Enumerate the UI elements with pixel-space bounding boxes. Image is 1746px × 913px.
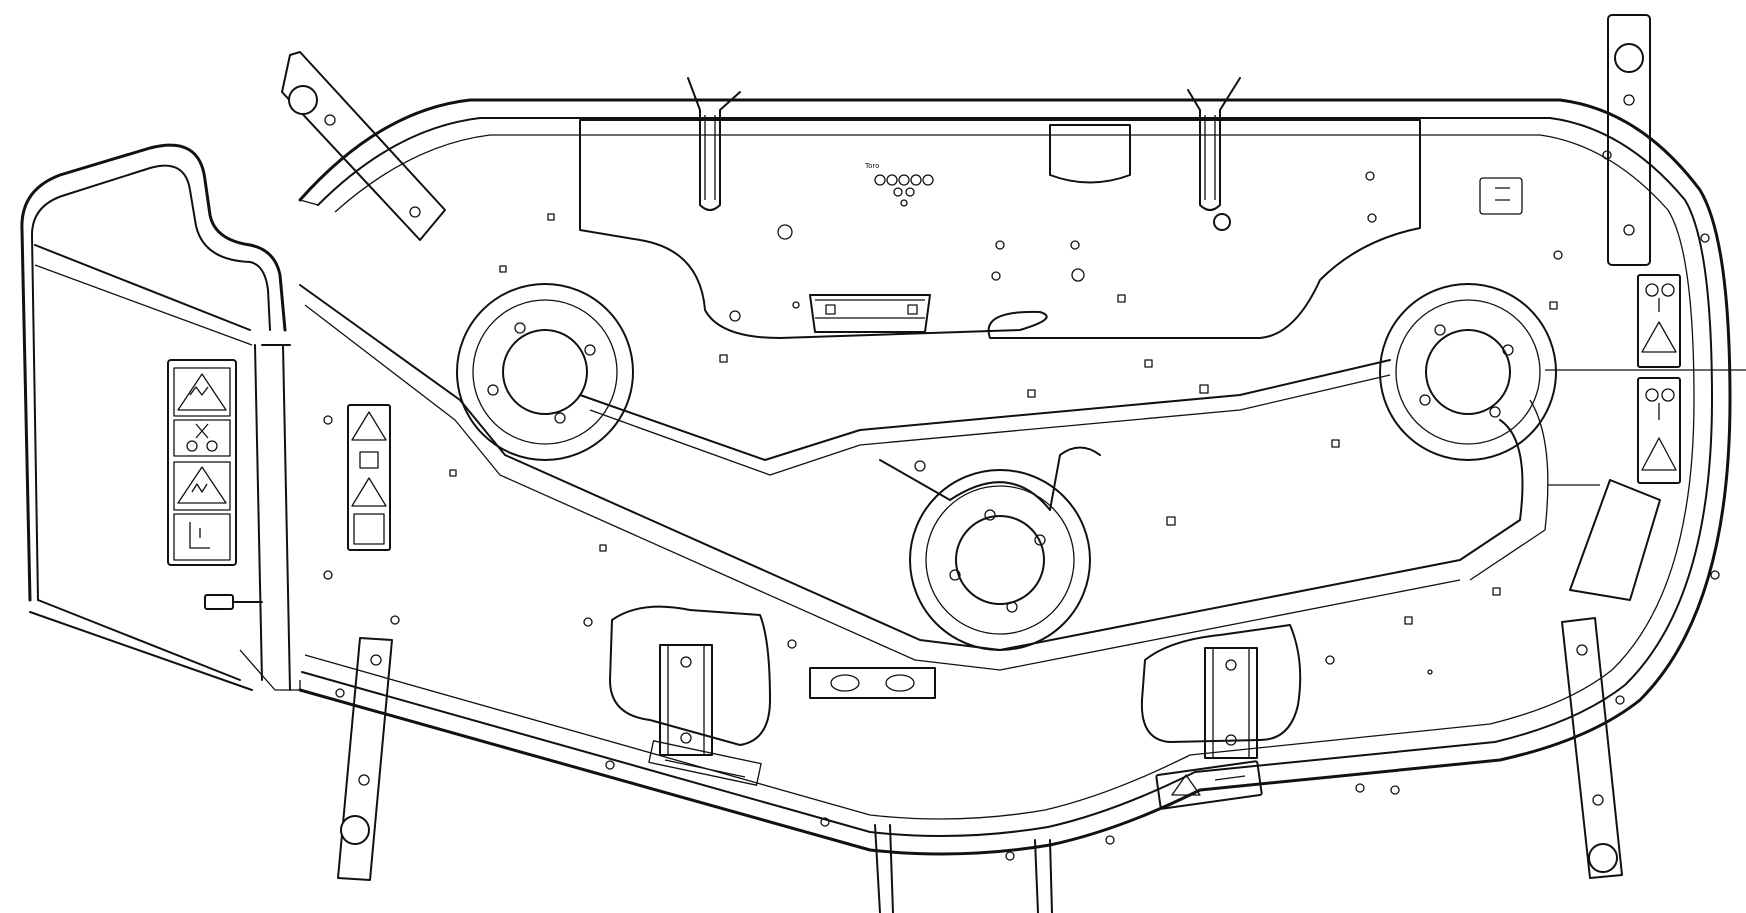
svg-text:Toro: Toro bbox=[864, 162, 879, 170]
bracket-bottom-right bbox=[1140, 624, 1302, 759]
spindle-left bbox=[456, 283, 634, 461]
deck-warning-decal-right-upper bbox=[1637, 274, 1681, 368]
deck-label-bottom-left bbox=[648, 740, 762, 786]
arm-upper-left[interactable] bbox=[281, 51, 446, 241]
arm-upper-right[interactable] bbox=[1607, 14, 1651, 266]
spindle-right bbox=[1379, 283, 1557, 461]
deck-warning-decal-bottom bbox=[1155, 760, 1263, 810]
deck-warning-decal-left bbox=[347, 404, 391, 551]
hitch-bars bbox=[874, 824, 1053, 913]
deck-warning-decal-right-lower bbox=[1637, 377, 1681, 484]
right-rail bbox=[1545, 369, 1746, 601]
spindle-center bbox=[909, 469, 1091, 651]
discharge-chute bbox=[20, 143, 300, 691]
chute-handle[interactable] bbox=[204, 594, 263, 610]
bracket-bottom-left bbox=[609, 605, 771, 756]
slot-plate bbox=[809, 667, 936, 699]
fasteners bbox=[323, 150, 1720, 861]
belt-guide-right bbox=[1187, 77, 1241, 231]
deck-shell bbox=[298, 98, 1732, 856]
belt-guide-left bbox=[687, 77, 741, 211]
inner-baffles bbox=[299, 284, 1549, 671]
belt-cover bbox=[579, 119, 1421, 339]
arm-lower-right[interactable] bbox=[1561, 617, 1623, 879]
arm-lower-left[interactable] bbox=[337, 637, 393, 881]
cover-label: Toro bbox=[864, 162, 934, 207]
deck-label-upper-right bbox=[1479, 177, 1523, 215]
chute-warning-decal bbox=[167, 359, 237, 566]
